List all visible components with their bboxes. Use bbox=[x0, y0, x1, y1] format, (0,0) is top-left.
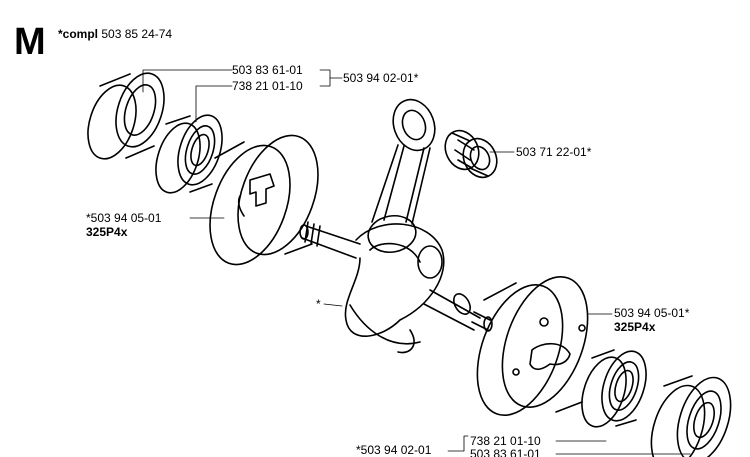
section-letter: M bbox=[14, 21, 46, 63]
compl-label: *compl 503 85 24-74 bbox=[58, 27, 172, 41]
callout-bearing-group-top: 503 94 02-01* bbox=[343, 71, 419, 85]
callout-flywheel-left-model: 325P4x bbox=[86, 225, 128, 239]
callout-flywheel-right: 503 94 05-01* bbox=[614, 306, 690, 320]
compl-number: 503 85 24-74 bbox=[101, 27, 173, 41]
ball-bearing-outer-bottom bbox=[650, 375, 732, 457]
callout-bearing-bottom-2: 503 83 61-01 bbox=[470, 448, 541, 457]
ball-bearing-inner-top bbox=[155, 114, 223, 194]
callout-crankshaft: * bbox=[316, 297, 321, 311]
flywheel-half-left bbox=[209, 134, 319, 266]
callout-flywheel-left: *503 94 05-01 bbox=[86, 211, 162, 225]
callout-bearing-group-bottom: *503 94 02-01 bbox=[356, 443, 432, 457]
crankshaft bbox=[299, 221, 493, 354]
connecting-rod bbox=[367, 98, 436, 254]
callout-bearing-top-2: 738 21 01-10 bbox=[232, 79, 303, 93]
ball-bearing-inner-bottom bbox=[581, 349, 647, 428]
callout-bearing-top-1: 503 83 61-01 bbox=[232, 63, 303, 77]
callout-bearing-bottom-1: 738 21 01-10 bbox=[470, 434, 541, 448]
needle-bearing bbox=[444, 129, 498, 179]
callout-needle-bearing: 503 71 22-01* bbox=[516, 145, 592, 159]
flywheel-half-right bbox=[476, 275, 589, 417]
ball-bearing-outer-top bbox=[87, 72, 165, 160]
callout-flywheel-right-model: 325P4x bbox=[614, 320, 656, 334]
compl-prefix: *compl bbox=[58, 27, 99, 41]
